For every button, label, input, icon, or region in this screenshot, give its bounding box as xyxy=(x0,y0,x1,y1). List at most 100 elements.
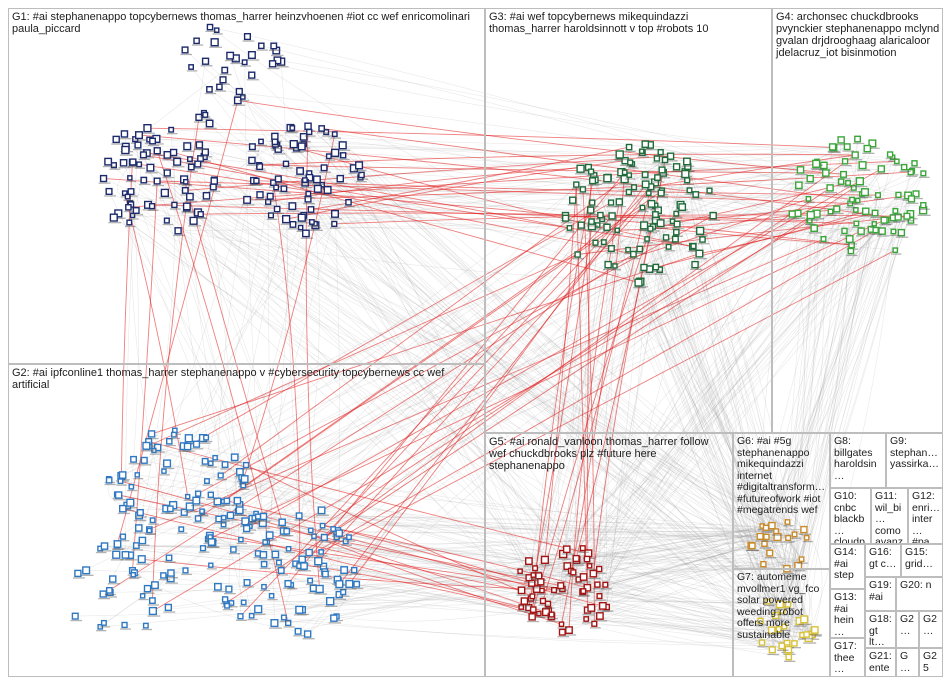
vertex-g3 xyxy=(709,211,717,220)
edge xyxy=(217,141,262,520)
group-label-g21: G21: ente… xyxy=(869,650,892,676)
vertex-g3 xyxy=(640,221,649,230)
vertex-caption-g2 xyxy=(70,619,83,622)
vertex-caption-g2 xyxy=(239,605,250,607)
edge xyxy=(576,537,789,561)
vertex-g1 xyxy=(213,27,220,34)
vertex-g3 xyxy=(692,191,700,198)
vertex-g2 xyxy=(261,583,267,590)
vertex-caption-g4 xyxy=(844,243,857,245)
vertex-g4 xyxy=(890,228,897,235)
vertex-g2 xyxy=(230,546,237,553)
vertex-caption-g1 xyxy=(273,153,286,155)
vertex-g2 xyxy=(351,566,358,574)
vertex-caption-g3 xyxy=(639,271,651,273)
vertex-caption-g6 xyxy=(747,549,759,551)
vertex-caption-g5 xyxy=(543,607,555,609)
vertex-g2 xyxy=(220,514,227,521)
vertex-g3 xyxy=(587,206,595,214)
edge xyxy=(591,157,893,609)
vertex-caption-g3 xyxy=(603,268,616,270)
vertex-caption-g1 xyxy=(152,184,164,187)
vertex-caption-g2 xyxy=(178,450,191,452)
edge xyxy=(594,179,761,622)
vertex-caption-g5 xyxy=(524,581,536,583)
vertex-caption-g4 xyxy=(906,202,919,204)
vertex-caption-g4 xyxy=(860,215,873,217)
vertex-caption-g2 xyxy=(99,550,112,552)
vertex-caption-g1 xyxy=(265,200,278,202)
vertex-g1 xyxy=(104,157,113,166)
vertex-g7 xyxy=(758,639,766,646)
edge xyxy=(531,582,763,643)
edge xyxy=(771,537,789,631)
vertex-g4 xyxy=(911,160,918,167)
vertex-g3 xyxy=(699,236,706,243)
vertex-caption-g4 xyxy=(918,208,930,210)
vertex-g4 xyxy=(877,165,885,173)
vertex-g2 xyxy=(265,531,274,540)
edge xyxy=(856,138,894,219)
edge xyxy=(274,581,541,624)
edge xyxy=(238,510,598,585)
edge xyxy=(750,545,782,611)
vertex-g2 xyxy=(320,533,328,541)
edge xyxy=(138,152,176,529)
vertex-caption-g2 xyxy=(182,450,195,452)
vertex-g7 xyxy=(772,611,780,620)
group-label-g1: G1: #ai stephanenappo topcybernews thoma… xyxy=(12,11,474,35)
vertex-caption-g4 xyxy=(888,160,899,162)
vertex-g3 xyxy=(630,250,637,258)
vertex-caption-g3 xyxy=(640,178,652,180)
vertex-caption-g2 xyxy=(112,548,124,551)
vertex-g1 xyxy=(289,220,297,228)
edge xyxy=(173,152,639,284)
edge xyxy=(524,600,763,643)
vertex-g4 xyxy=(920,170,927,177)
vertex-g4 xyxy=(796,166,805,174)
vertex-g3 xyxy=(654,174,661,181)
group-box-g19: G19: #ai… xyxy=(865,577,896,611)
vertex-g4 xyxy=(822,169,830,177)
vertex-caption-g7 xyxy=(806,638,820,640)
edge xyxy=(309,214,811,581)
vertex-caption-g3 xyxy=(682,183,694,185)
vertex-caption-g7 xyxy=(776,614,789,616)
edge xyxy=(582,210,896,549)
vertex-g2 xyxy=(153,443,162,452)
vertex-caption-g3 xyxy=(628,257,641,260)
edge xyxy=(624,179,802,560)
edge xyxy=(229,55,309,194)
vertex-g1 xyxy=(297,224,304,231)
vertex-g2 xyxy=(71,612,79,620)
vertex-caption-g3 xyxy=(614,158,628,161)
vertex-caption-g2 xyxy=(139,464,152,466)
edge xyxy=(131,181,842,487)
vertex-caption-g1 xyxy=(162,176,175,179)
edge xyxy=(116,545,603,607)
group-label-g7: G7: automeme mvollmer1 vg_fco solar powe… xyxy=(737,571,823,641)
vertex-caption-g2 xyxy=(159,474,170,476)
vertices-layer xyxy=(70,23,931,662)
vertex-caption-g3 xyxy=(642,242,654,244)
vertex-g2 xyxy=(345,579,354,588)
edge xyxy=(599,228,815,597)
vertex-g1 xyxy=(134,131,143,140)
vertex-caption-g2 xyxy=(118,540,130,542)
vertex-g1 xyxy=(345,198,352,206)
vertex-g3 xyxy=(615,150,624,159)
vertex-caption-g6 xyxy=(790,537,801,539)
edge xyxy=(317,207,643,562)
edge xyxy=(576,559,789,605)
vertex-g2 xyxy=(128,483,135,490)
edge xyxy=(205,60,770,554)
vertex-caption-g1 xyxy=(267,67,280,70)
vertex-caption-g4 xyxy=(805,223,816,226)
edge xyxy=(561,187,831,625)
vertex-caption-g4 xyxy=(846,254,858,257)
vertex-caption-g7 xyxy=(809,635,822,637)
vertex-g3 xyxy=(645,190,652,196)
vertex-caption-g2 xyxy=(229,461,242,463)
vertex-g5 xyxy=(532,565,539,572)
vertex-g5 xyxy=(551,587,558,594)
